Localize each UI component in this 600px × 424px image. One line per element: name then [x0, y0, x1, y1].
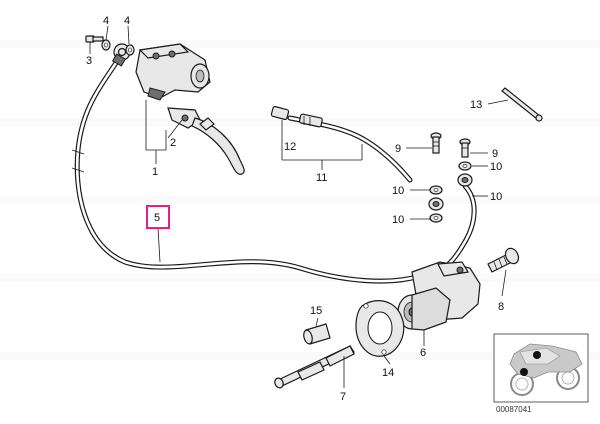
line-to-slave[interactable]: [441, 183, 477, 271]
location-marker: [533, 351, 541, 359]
label-15: 15: [310, 305, 322, 317]
part-labels: 4 4 3 2 1 5 12 11 9 9 10 10 10 10 13 8 6…: [86, 15, 504, 403]
label-11: 11: [316, 172, 327, 184]
gasket[interactable]: [355, 300, 405, 357]
clutch-lever[interactable]: [167, 107, 245, 175]
clutch-hose[interactable]: [71, 57, 423, 284]
label-12: 12: [284, 141, 296, 153]
label-5: 5: [154, 212, 160, 224]
washer[interactable]: [429, 185, 443, 195]
watermark: [0, 40, 600, 360]
label-13: 13: [470, 99, 482, 111]
figure-id: 00087041: [496, 405, 532, 414]
master-cylinder[interactable]: [135, 43, 211, 101]
cable-assembly[interactable]: [270, 105, 413, 183]
push-rod[interactable]: [273, 345, 355, 389]
bolt[interactable]: [430, 132, 442, 154]
cable-tie[interactable]: [501, 87, 543, 122]
label-9: 9: [492, 148, 498, 160]
highlight-box: [146, 205, 170, 229]
label-6: 6: [420, 347, 426, 359]
label-10: 10: [490, 191, 502, 203]
label-7: 7: [340, 391, 346, 403]
sleeve[interactable]: [302, 323, 331, 345]
washer[interactable]: [458, 161, 472, 171]
locator-inset: 00087041: [493, 333, 589, 414]
washer[interactable]: [101, 39, 111, 51]
label-3: 3: [86, 55, 92, 67]
label-10: 10: [490, 161, 502, 173]
banjo-bolt[interactable]: [85, 35, 104, 43]
banjo-fitting[interactable]: [428, 197, 444, 211]
washer[interactable]: [125, 44, 135, 56]
slave-cylinder[interactable]: [397, 261, 481, 331]
label-9: 9: [395, 143, 401, 155]
washer[interactable]: [429, 213, 443, 223]
label-2: 2: [170, 137, 176, 149]
label-8: 8: [498, 301, 504, 313]
label-10: 10: [392, 185, 404, 197]
banjo-fitting[interactable]: [457, 173, 473, 187]
location-marker: [520, 368, 528, 376]
bolt[interactable]: [487, 246, 521, 273]
label-14: 14: [382, 367, 394, 379]
label-4: 4: [103, 15, 109, 27]
label-1: 1: [152, 166, 158, 178]
label-10: 10: [392, 214, 404, 226]
label-4: 4: [124, 15, 130, 27]
bolt[interactable]: [459, 138, 471, 158]
leader-lines: [89, 25, 509, 388]
